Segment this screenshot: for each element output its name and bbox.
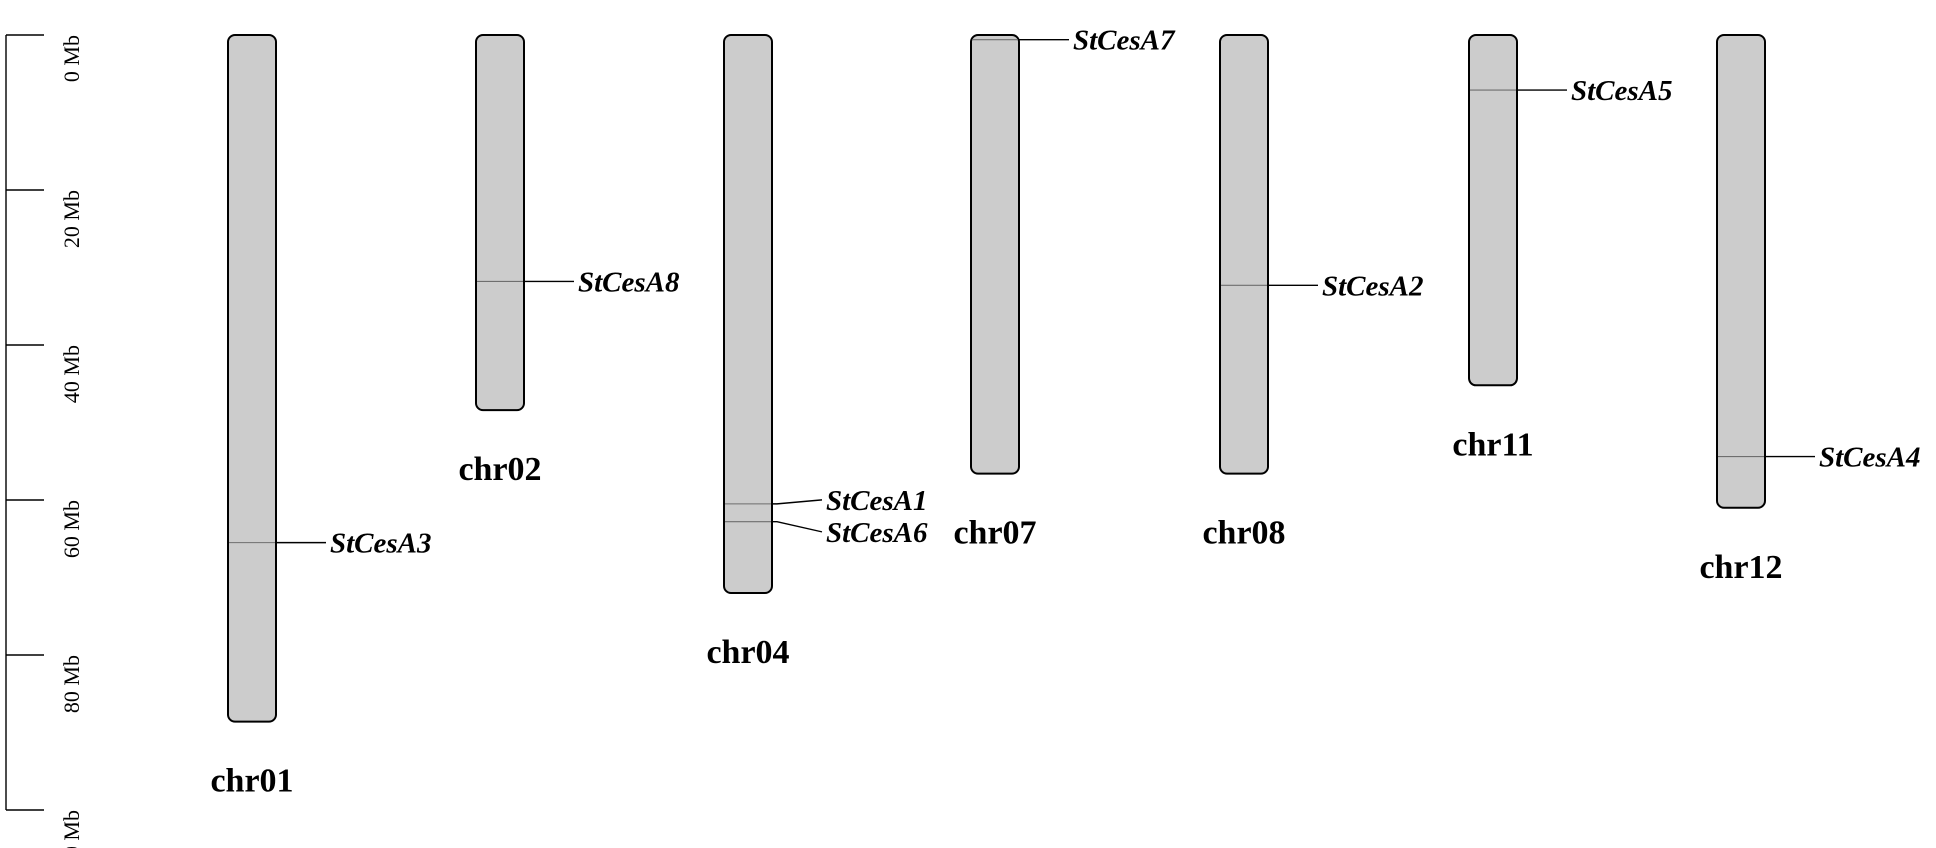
gene-label: StCesA1 <box>826 485 928 517</box>
gene-label: StCesA3 <box>330 528 432 560</box>
chromosome-bar <box>970 34 1020 475</box>
gene-leader-line <box>772 521 823 533</box>
chromosome-bar <box>1219 34 1269 475</box>
chromosome-label: chr12 <box>1699 549 1782 586</box>
chromosome-bar <box>1468 34 1518 387</box>
chromosome-label: chr11 <box>1452 426 1533 463</box>
scale-tick-label: 0 Mb <box>59 35 84 82</box>
scale-tick-label: 40 Mb <box>59 345 84 403</box>
chromosome-label: chr02 <box>458 451 541 488</box>
chromosome-chr01: StCesA3 chr01 <box>210 34 432 800</box>
chromosome-bar <box>475 34 525 412</box>
gene-label: StCesA7 <box>1073 25 1176 57</box>
scale-tick-label: 60 Mb <box>59 500 84 558</box>
gene-label: StCesA8 <box>578 266 680 298</box>
chromosome-bar <box>227 34 277 723</box>
gene-leader-line <box>772 499 823 505</box>
gene-label: StCesA5 <box>1571 75 1673 107</box>
gene-label: StCesA6 <box>826 517 928 549</box>
chromosome-chr02: StCesA8 chr02 <box>458 34 680 488</box>
gene-label: StCesA2 <box>1322 270 1424 302</box>
chromosome-label: chr08 <box>1202 515 1285 552</box>
chromosome-label: chr07 <box>953 515 1036 552</box>
scale-tick-label: 20 Mb <box>59 190 84 248</box>
chromosome-chr07: StCesA7 chr07 <box>953 25 1176 552</box>
chromosome-bar <box>1716 34 1766 509</box>
scale-tick-label: 100 Mb <box>59 810 84 848</box>
chromosome-chr08: StCesA2 chr08 <box>1202 34 1424 552</box>
scale-tick-label: 80 Mb <box>59 655 84 713</box>
chromosome-chr12: StCesA4 chr12 <box>1699 34 1921 586</box>
chromosome-bar <box>723 34 773 594</box>
gene-label: StCesA4 <box>1819 442 1921 474</box>
chromosome-chr11: StCesA5 chr11 <box>1452 34 1673 463</box>
chromosome-label: chr04 <box>706 634 789 671</box>
scale-axis: 0 Mb 20 Mb 40 Mb 60 Mb 80 Mb 100 Mb <box>5 34 84 848</box>
chromosome-label: chr01 <box>210 763 293 800</box>
